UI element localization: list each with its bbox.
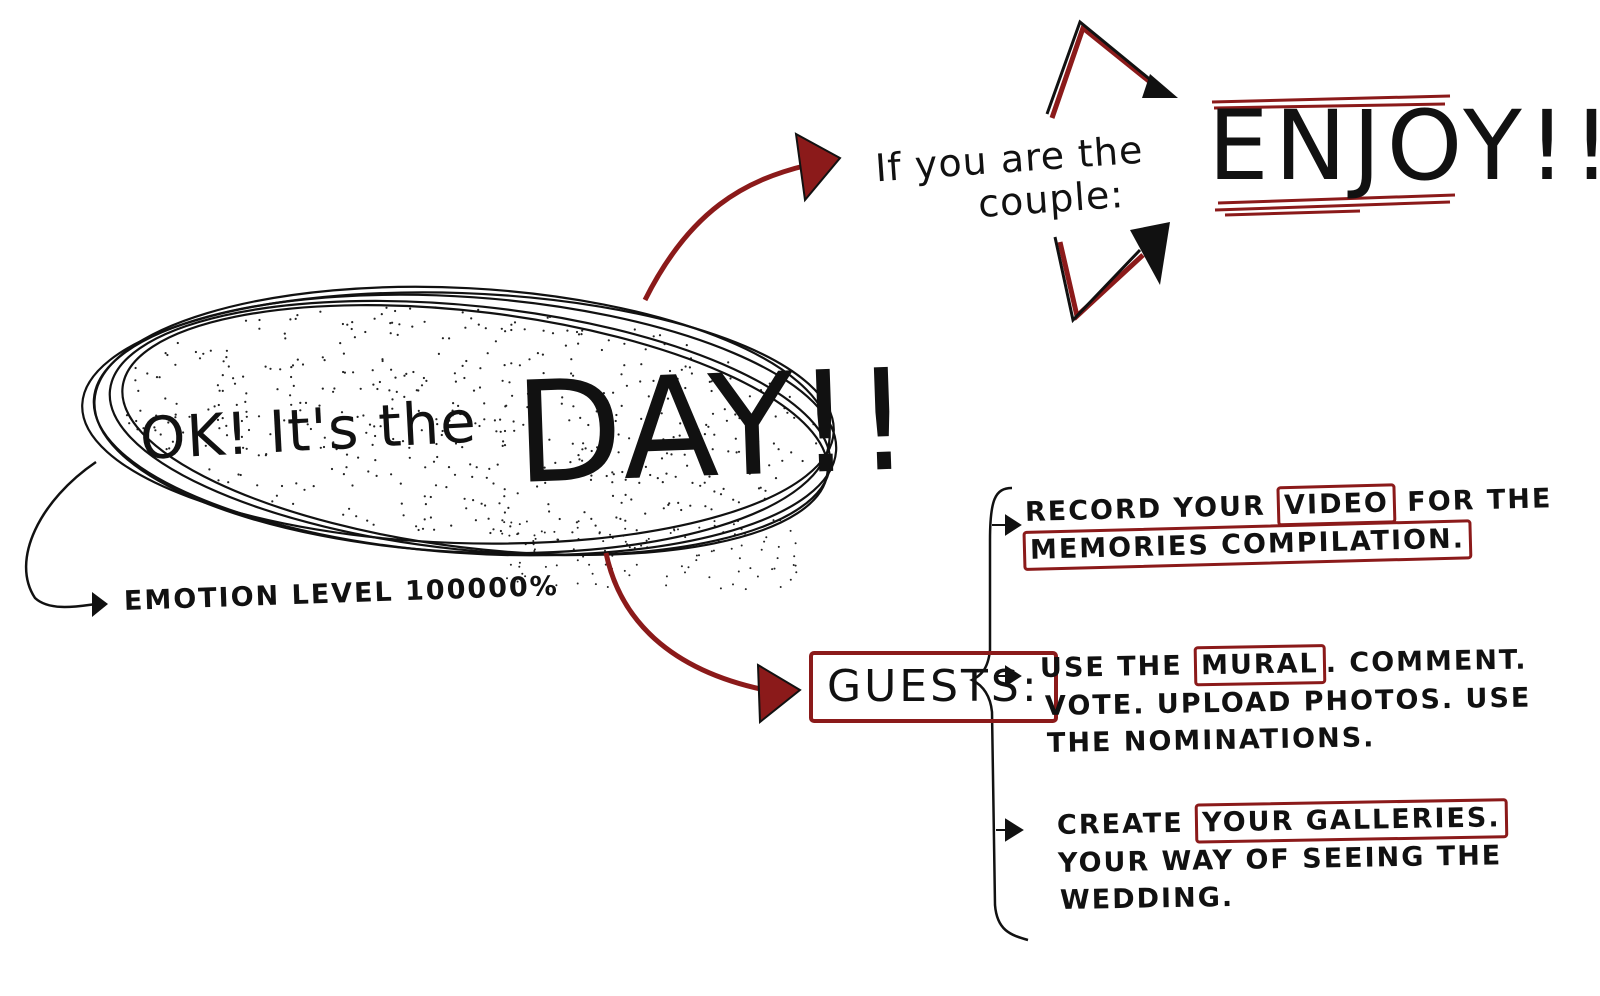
guests-label: GUESTS:: [809, 651, 1058, 723]
highlight-mural: MURAL: [1193, 644, 1327, 687]
chevron-up-icon: [1045, 19, 1178, 119]
title-big: DAY!!: [512, 339, 916, 516]
guest-item-2-line-2: VOTE. UPLOAD PHOTOS. USE: [1044, 682, 1532, 722]
guest-item-3-line-3: WEDDING.: [1059, 881, 1235, 916]
text-segment: USE THE: [1039, 650, 1195, 684]
couple-line-2: couple:: [976, 171, 1126, 227]
stipple-dots: [125, 306, 818, 591]
arrow-to-guests-icon: [603, 552, 766, 693]
guest-item-2-line-1: USE THE MURAL. COMMENT.: [1039, 644, 1528, 687]
title-bubble-outline: [81, 285, 838, 557]
text-segment: FOR THE: [1395, 483, 1553, 519]
highlight-galleries: YOUR GALLERIES.: [1194, 798, 1508, 844]
guest-item-3-line-2: YOUR WAY OF SEEING THE: [1057, 840, 1503, 879]
arrow-to-emotion-icon: [24, 460, 97, 609]
guests-brace: [969, 486, 1029, 942]
chevron-down-icon: [1053, 222, 1170, 324]
arrow-to-couple-icon: [642, 162, 809, 302]
title-lead: OK! It's the: [138, 387, 479, 473]
guest-item-arrow-icon: [992, 514, 1024, 842]
text-segment: . COMMENT.: [1325, 644, 1528, 680]
highlight-video: VIDEO: [1276, 483, 1397, 527]
text-segment: CREATE: [1056, 807, 1196, 841]
guest-item-3-line-1: CREATE YOUR GALLERIES.: [1056, 798, 1508, 844]
enjoy-text: ENJOY!!: [1208, 90, 1600, 202]
enjoy-scribbles: [1211, 94, 1456, 217]
guest-item-2-line-3: THE NOMINATIONS.: [1046, 722, 1376, 759]
text-segment: RECORD YOUR: [1024, 490, 1278, 528]
guest-item-1-line-2: MEMORIES COMPILATION.: [1022, 519, 1473, 571]
